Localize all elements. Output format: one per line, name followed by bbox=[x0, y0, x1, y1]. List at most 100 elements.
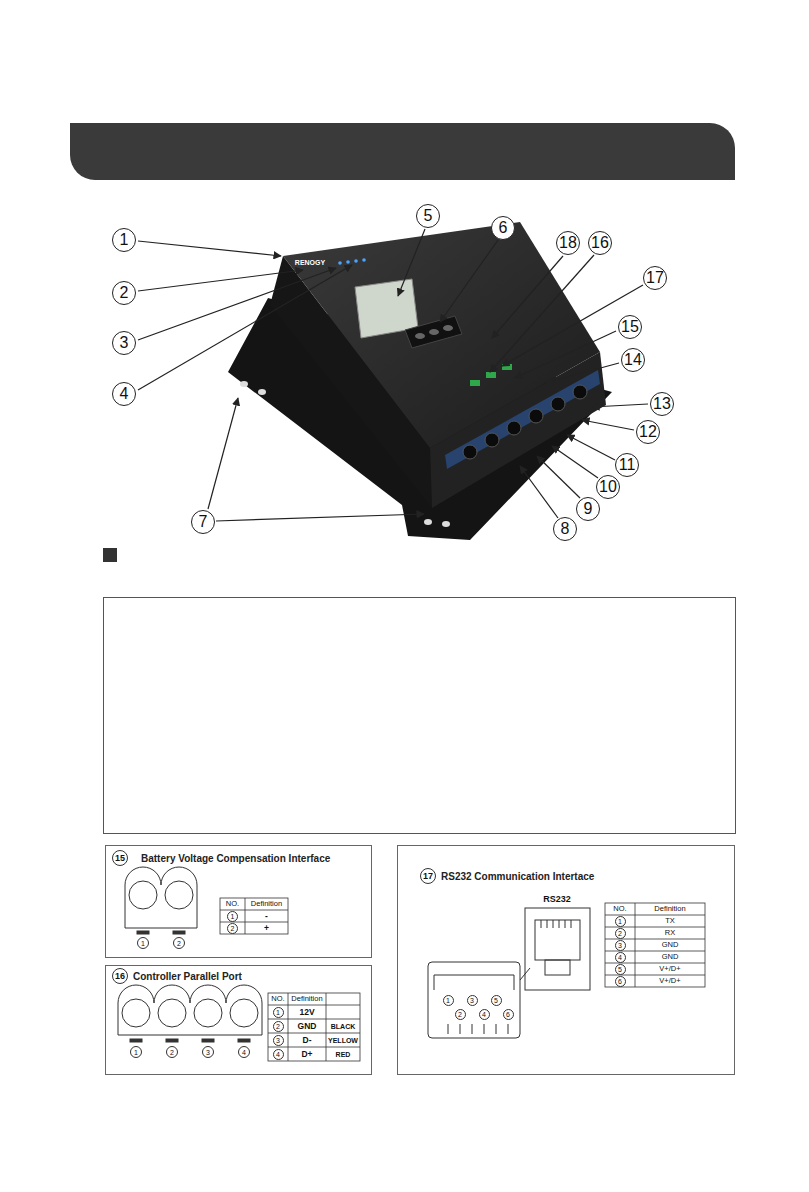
terminal-slot bbox=[173, 931, 185, 934]
leader-line bbox=[552, 446, 598, 478]
pin-number: 6 bbox=[503, 1009, 514, 1020]
callout-number: 3 bbox=[112, 331, 136, 355]
pin-number: 1 bbox=[615, 916, 626, 927]
led bbox=[346, 260, 350, 264]
mount-hole bbox=[424, 519, 432, 525]
leader-line bbox=[515, 331, 616, 378]
table-cell: RX bbox=[635, 927, 705, 939]
callout-number: 14 bbox=[621, 348, 645, 372]
terminal-slot bbox=[130, 1039, 142, 1042]
pin-number: 2 bbox=[273, 1021, 284, 1032]
leader-line bbox=[567, 435, 615, 460]
callout-number: 13 bbox=[650, 392, 674, 416]
callout-number: 9 bbox=[576, 497, 600, 521]
pin-number: 2 bbox=[455, 1009, 466, 1020]
table-cell: + bbox=[245, 922, 288, 934]
wire-color: RED bbox=[326, 1047, 360, 1061]
pin-number: 3 bbox=[467, 995, 478, 1006]
terminal bbox=[463, 445, 477, 459]
green-connector bbox=[486, 372, 496, 378]
table-cell: Definition bbox=[288, 993, 326, 1005]
leader-line bbox=[138, 265, 352, 390]
wire-color: YELLOW bbox=[326, 1033, 360, 1047]
terminal-slot bbox=[137, 931, 149, 934]
leader-line bbox=[520, 466, 558, 518]
terminal-outline bbox=[125, 867, 197, 928]
terminal-hole bbox=[165, 881, 193, 909]
callout-number: 16 bbox=[112, 968, 128, 984]
callout-number: 6 bbox=[491, 216, 515, 240]
leader-line bbox=[138, 270, 303, 291]
terminal-outline bbox=[118, 985, 262, 1035]
leader-line bbox=[537, 456, 580, 498]
callout-number: 8 bbox=[553, 517, 577, 541]
pin-number: 2 bbox=[166, 1046, 178, 1058]
terminal-hole bbox=[230, 999, 258, 1027]
pin-table bbox=[220, 898, 288, 934]
led bbox=[338, 261, 342, 265]
button bbox=[429, 329, 439, 335]
callout-number: 12 bbox=[636, 420, 660, 444]
callout-number: 18 bbox=[556, 231, 580, 255]
mount-hole bbox=[258, 389, 266, 395]
connector-tab bbox=[545, 960, 570, 975]
pin-number: 1 bbox=[130, 1046, 142, 1058]
connector-opening bbox=[535, 920, 580, 960]
callout-number: 5 bbox=[416, 204, 440, 228]
button bbox=[443, 325, 453, 331]
terminal bbox=[485, 433, 499, 447]
table-cell: V+/D+ bbox=[635, 975, 705, 987]
table-cell: GND bbox=[288, 1019, 326, 1033]
table-frame bbox=[605, 903, 705, 987]
table-cell: V+/D+ bbox=[635, 963, 705, 975]
terminal-hole bbox=[129, 881, 157, 909]
pin-number: 5 bbox=[615, 964, 626, 975]
interface-panel: Controller Parallel Port bbox=[105, 965, 372, 1075]
table-frame bbox=[268, 993, 360, 1061]
table-cell: NO. bbox=[268, 993, 288, 1005]
mount-hole bbox=[442, 521, 450, 527]
pin-number: 2 bbox=[615, 928, 626, 939]
terminal-slot bbox=[202, 1039, 214, 1042]
leader-line bbox=[582, 420, 634, 430]
pin-number: 2 bbox=[227, 923, 238, 934]
table-cell: Definition bbox=[245, 898, 288, 910]
pin-number: 5 bbox=[491, 995, 502, 1006]
table-cell: NO. bbox=[605, 903, 635, 915]
callout-number: 11 bbox=[615, 453, 639, 477]
terminal-hole bbox=[194, 999, 222, 1027]
terminal-block bbox=[118, 985, 262, 1042]
pin-number: 4 bbox=[479, 1009, 490, 1020]
connector-label: RS232 bbox=[525, 893, 589, 905]
brand-logo: RENOGY bbox=[290, 257, 330, 267]
empty-box bbox=[104, 598, 736, 834]
header-band bbox=[70, 123, 735, 180]
callout-number: 7 bbox=[191, 510, 215, 534]
wire-color: BLACK bbox=[326, 1019, 360, 1033]
panel-title: RS232 Communication Intertace bbox=[441, 872, 594, 882]
pin-table bbox=[605, 903, 705, 987]
leader-line bbox=[138, 241, 281, 256]
pin-number: 1 bbox=[137, 937, 149, 949]
table-cell: NO. bbox=[220, 898, 245, 910]
pin-number: 1 bbox=[273, 1007, 284, 1018]
leader-line bbox=[592, 404, 648, 407]
button bbox=[415, 333, 425, 339]
terminal bbox=[551, 397, 565, 411]
pin-number: 4 bbox=[273, 1049, 284, 1060]
pin-number: 1 bbox=[227, 911, 238, 922]
terminal bbox=[507, 421, 521, 435]
table-cell: TX bbox=[635, 915, 705, 927]
table-cell: GND bbox=[635, 939, 705, 951]
inset-top bbox=[434, 975, 514, 990]
callout-number: 15 bbox=[112, 850, 128, 866]
terminal-slot bbox=[238, 1039, 250, 1042]
bullet-square bbox=[103, 548, 117, 562]
table-grid bbox=[220, 898, 288, 934]
table-frame bbox=[220, 898, 288, 934]
connector-pins bbox=[541, 920, 571, 928]
callout-number: 15 bbox=[618, 315, 642, 339]
callout-number: 4 bbox=[112, 382, 136, 406]
table-cell: GND bbox=[635, 951, 705, 963]
terminal-slot bbox=[166, 1039, 178, 1042]
